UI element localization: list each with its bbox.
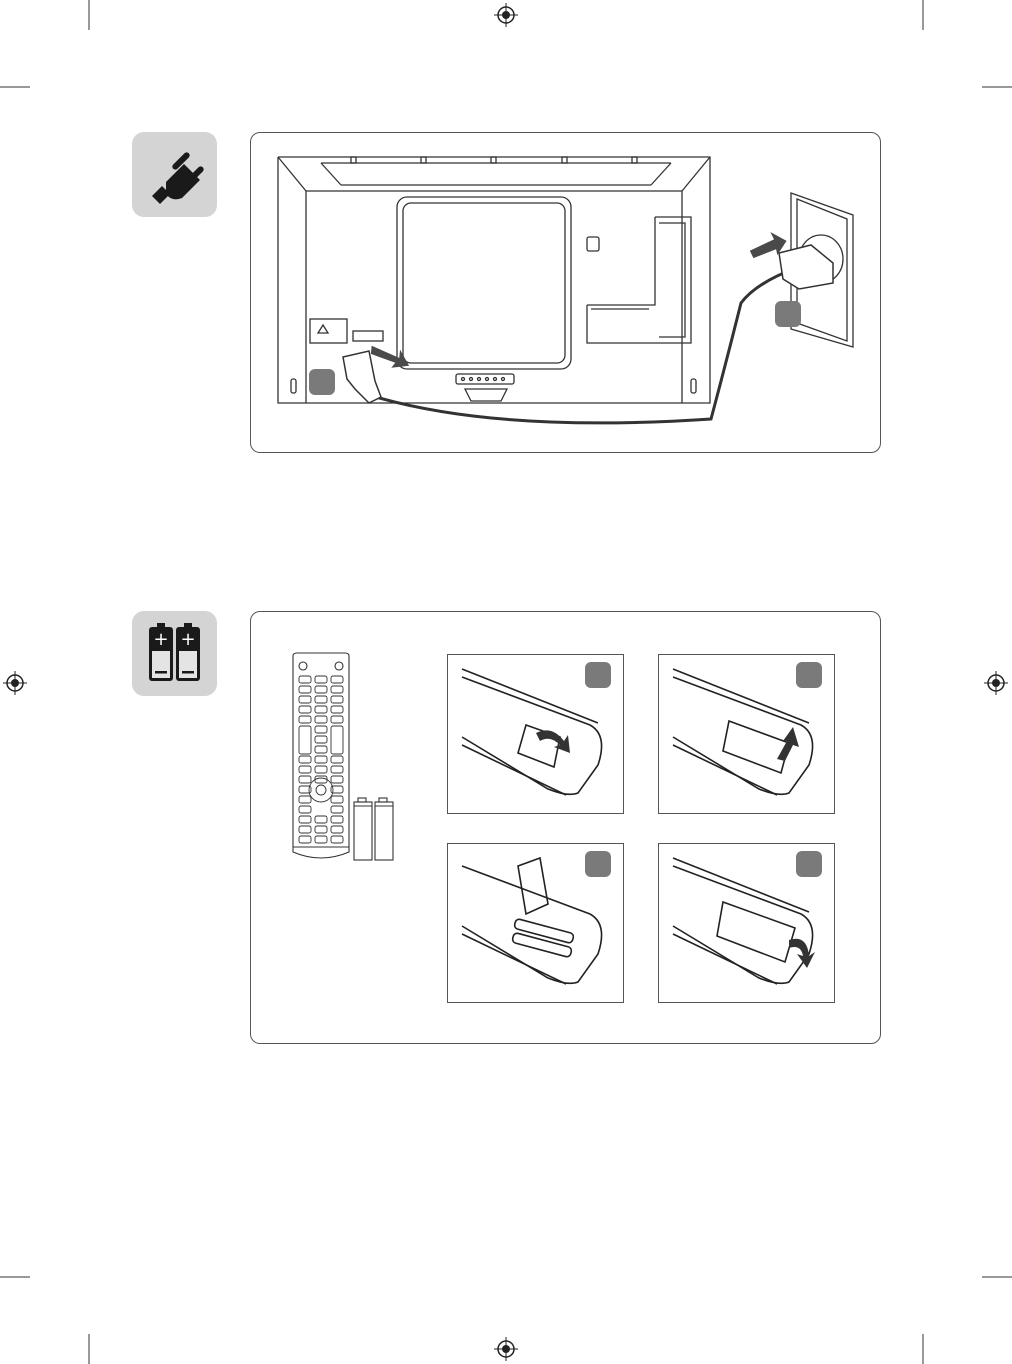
power-connection-panel — [250, 132, 881, 453]
registration-mark-icon — [494, 3, 518, 27]
step-badge — [309, 369, 335, 395]
battery-installation-panel — [250, 611, 881, 1044]
step-badge — [775, 301, 801, 327]
registration-mark-icon — [494, 1337, 518, 1361]
step-badge — [796, 851, 822, 877]
battery-icon: + + — [132, 611, 217, 696]
remote-control-illustration — [289, 652, 409, 866]
battery-section-tile: + + — [132, 611, 217, 696]
svg-text:+: + — [180, 629, 195, 650]
battery-step-close-cover — [658, 843, 835, 1003]
step-badge — [796, 662, 822, 688]
tv-rear-power-illustration — [251, 133, 882, 454]
battery-step-insert-batteries — [447, 843, 624, 1003]
step-badge — [585, 662, 611, 688]
power-section-tile — [132, 132, 217, 217]
step-badge — [585, 851, 611, 877]
registration-mark-icon — [3, 671, 27, 695]
power-plug-icon — [132, 132, 217, 217]
svg-text:+: + — [153, 629, 168, 650]
battery-step-open — [447, 654, 624, 814]
registration-mark-icon — [984, 671, 1008, 695]
battery-step-remove-cover — [658, 654, 835, 814]
